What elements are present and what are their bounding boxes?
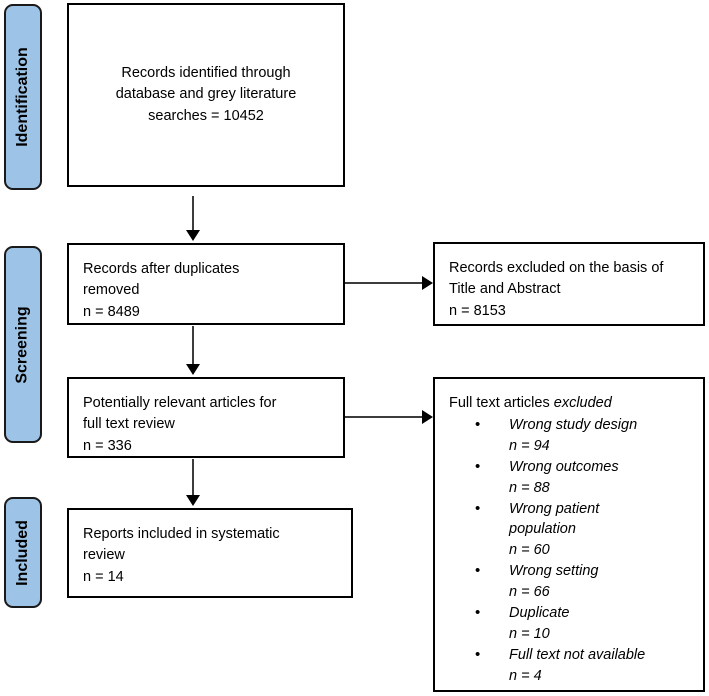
- exclusion-reason: Full text not available: [509, 646, 646, 663]
- list-item: Wrong patient population n = 60: [449, 498, 689, 562]
- list-item: Duplicate n = 10: [449, 602, 689, 645]
- box-potentially-relevant-articles: Potentially relevant articles for full t…: [67, 377, 345, 458]
- connector-line-relevant-to-included: [192, 459, 194, 497]
- exclusion-reason: Wrong setting: [509, 563, 599, 580]
- box-full-text-articles-excluded: Full text articles excluded Wrong study …: [433, 377, 705, 692]
- list-item: Wrong setting n = 66: [449, 560, 689, 603]
- list-item: Wrong study design n = 94: [449, 414, 689, 457]
- exclusion-count: n = 66: [509, 584, 550, 601]
- stage-label-identification: Identification: [14, 47, 31, 147]
- exclusion-reason-list: Wrong study design n = 94 Wrong outcomes…: [449, 414, 689, 687]
- exclusion-count: n = 60: [509, 542, 550, 559]
- excluded-heading-plain: Full text articles: [449, 395, 554, 411]
- stage-pill-identification: Identification: [4, 4, 42, 190]
- connector-line-duplicates-to-relevant: [192, 326, 194, 366]
- exclusion-count: n = 88: [509, 479, 550, 496]
- box-records-identified-text: Records identified through database and …: [115, 65, 297, 124]
- exclusion-reason: Wrong patient population: [509, 500, 600, 538]
- box-records-after-duplicates: Records after duplicates removed n = 848…: [67, 243, 345, 325]
- exclusion-count: n = 94: [509, 437, 550, 454]
- list-item: Full text not available n = 4: [449, 644, 689, 687]
- excluded-heading-italic: excluded: [553, 395, 612, 411]
- exclusion-reason: Wrong study design: [509, 417, 638, 434]
- exclusion-count: n = 10: [509, 625, 550, 642]
- box-potentially-relevant-articles-text: Potentially relevant articles for full t…: [83, 395, 277, 454]
- connector-line-duplicates-to-excluded: [345, 282, 425, 284]
- connector-arrow-duplicates-to-relevant: [186, 364, 200, 375]
- exclusion-count: n = 4: [509, 667, 542, 684]
- box-records-excluded-title-abstract-text: Records excluded on the basis of Title a…: [449, 260, 664, 319]
- box-records-after-duplicates-text: Records after duplicates removed n = 848…: [83, 261, 240, 320]
- box-reports-included-text: Reports included in systematic review n …: [83, 526, 280, 585]
- stage-pill-included: Included: [4, 497, 42, 608]
- exclusion-reason: Duplicate: [509, 604, 570, 621]
- box-records-excluded-title-abstract: Records excluded on the basis of Title a…: [433, 242, 705, 326]
- connector-line-relevant-to-fulltext-excluded: [345, 416, 425, 418]
- exclusion-reason: Wrong outcomes: [509, 458, 619, 475]
- stage-label-included: Included: [14, 519, 31, 586]
- connector-arrow-identified-to-duplicates: [186, 230, 200, 241]
- stage-label-screening: Screening: [14, 305, 32, 384]
- box-reports-included: Reports included in systematic review n …: [67, 508, 353, 598]
- box-records-identified: Records identified through database and …: [67, 3, 345, 187]
- stage-pill-screening: Screening: [4, 246, 42, 443]
- connector-arrow-duplicates-to-excluded: [422, 276, 433, 290]
- connector-arrow-relevant-to-included: [186, 495, 200, 506]
- box-full-text-articles-excluded-heading: Full text articles excluded: [449, 393, 689, 414]
- list-item: Wrong outcomes n = 88: [449, 456, 689, 499]
- connector-arrow-relevant-to-fulltext-excluded: [422, 410, 433, 424]
- connector-line-identified-to-duplicates: [192, 196, 194, 232]
